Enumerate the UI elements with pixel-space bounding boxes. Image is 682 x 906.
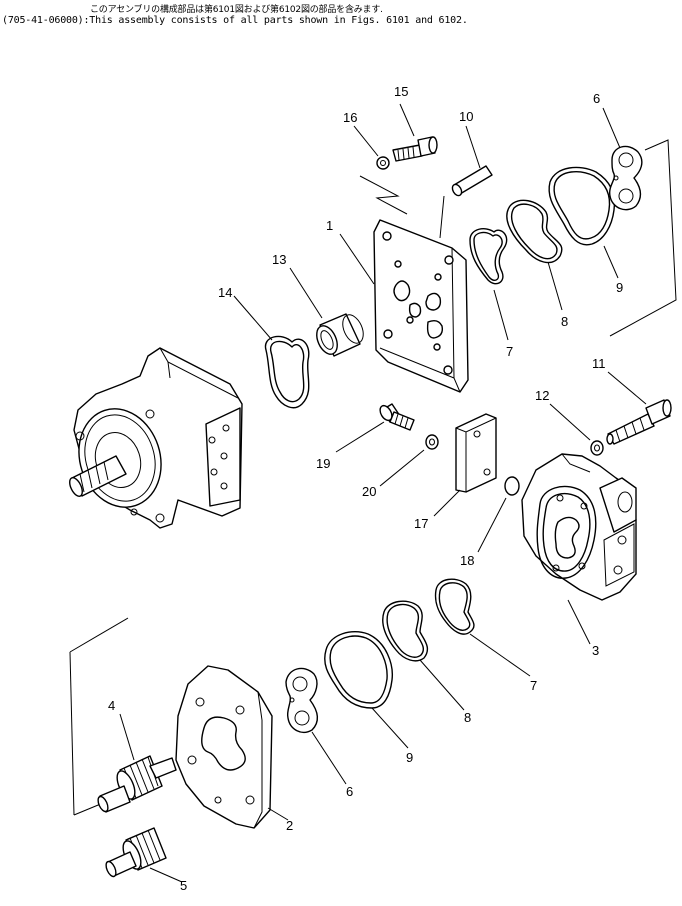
part-9-gasket-upper (548, 166, 616, 246)
pump-body-front (69, 347, 243, 529)
part-1-plate (373, 219, 469, 393)
callout-17: 17 (414, 516, 428, 531)
part-7-gasket-lower (434, 578, 475, 635)
header-japanese: このアセンブリの構成部品は第6101図および第6102図の部品を含みます. (90, 5, 383, 15)
callout-9-lower: 9 (406, 750, 413, 765)
callout-3: 3 (592, 643, 599, 658)
callout-19: 19 (316, 456, 330, 471)
part-8-gasket-upper (506, 199, 563, 264)
part-9-gasket-lower (324, 631, 393, 709)
part-16-washer (376, 156, 390, 170)
part-12-washer (590, 440, 604, 456)
part-10-dowel-pin (451, 165, 493, 197)
callout-10: 10 (459, 109, 473, 124)
part-18-o-ring (504, 476, 520, 496)
callout-13: 13 (272, 252, 286, 267)
part-17-block (455, 413, 497, 493)
part-20-washer (425, 434, 439, 450)
callout-9-upper: 9 (616, 280, 623, 295)
part-14-seal (264, 335, 310, 409)
callout-7-lower: 7 (530, 678, 537, 693)
callout-7-upper: 7 (506, 344, 513, 359)
callout-12: 12 (535, 388, 549, 403)
callout-labels: 15 16 10 6 1 13 14 9 8 7 11 12 19 20 17 … (108, 84, 623, 893)
assembly-bracket-lines (69, 139, 677, 816)
part-13-bushing (316, 313, 364, 357)
part-2-front-plate (175, 665, 273, 829)
callout-15: 15 (394, 84, 408, 99)
part-15-bolt (392, 136, 438, 162)
part-5-driven-gear (105, 827, 167, 878)
part-7-gasket-upper (469, 228, 508, 285)
part-6-plate-upper (608, 145, 643, 211)
callout-5: 5 (180, 878, 187, 893)
callout-16: 16 (343, 110, 357, 125)
callout-4: 4 (108, 698, 115, 713)
part-6-plate-lower (285, 667, 319, 734)
callout-6-upper: 6 (593, 91, 600, 106)
part-8-gasket-lower (382, 600, 429, 662)
callout-14: 14 (218, 285, 232, 300)
header-english: (705-41-06000):This assembly consists of… (2, 15, 468, 26)
callout-6-lower: 6 (346, 784, 353, 799)
callout-20: 20 (362, 484, 376, 499)
callout-1: 1 (326, 218, 333, 233)
part-3-rear-housing (521, 453, 637, 601)
callout-8-upper: 8 (561, 314, 568, 329)
part-4-drive-gear (97, 755, 177, 813)
callout-2: 2 (286, 818, 293, 833)
part-19-bolt (379, 403, 415, 431)
callout-11: 11 (592, 356, 606, 371)
callout-18: 18 (460, 553, 474, 568)
callout-8-lower: 8 (464, 710, 471, 725)
leader-lines (119, 103, 647, 883)
part-11-bolt (606, 399, 672, 445)
